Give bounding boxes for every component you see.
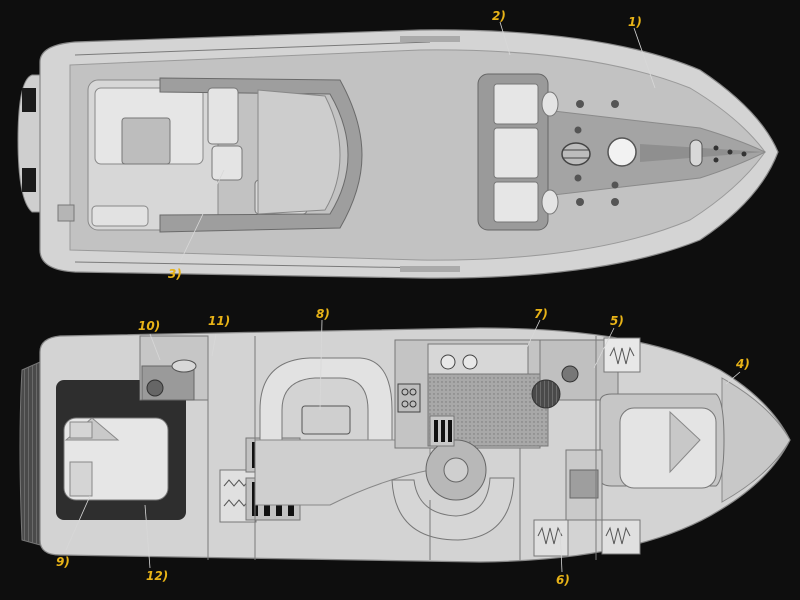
deck-hatch-port — [541, 91, 559, 117]
aft-head-toilet — [146, 379, 164, 397]
callout-8: 8) — [316, 307, 330, 321]
forward-head-feature — [531, 379, 561, 409]
sunpad-cushion-1 — [493, 83, 539, 125]
galley-sink-1 — [440, 354, 456, 370]
vent-1 — [576, 100, 584, 108]
vent-5 — [574, 126, 582, 134]
aft-pillow-1 — [69, 421, 93, 439]
cockpit-bench-lower — [91, 205, 149, 227]
sunpad-cushion-3 — [493, 181, 539, 223]
callout-10: 10) — [138, 319, 160, 333]
stern-bracket-top — [22, 88, 36, 112]
deck-hatch-starboard — [541, 189, 559, 215]
bow-peak — [721, 377, 791, 503]
vent-3 — [576, 198, 584, 206]
galley-sink-2 — [462, 354, 478, 370]
callout-2: 2) — [492, 9, 506, 23]
callout-9: 9) — [56, 555, 70, 569]
forward-head-toilet — [561, 365, 579, 383]
callout-labels: 1) 2) 3) 4) 5) 6) 7) 8) 9) 10) 11) 12) — [56, 9, 750, 587]
interior-plan — [19, 327, 791, 563]
vent-2 — [611, 100, 619, 108]
cockpit-step — [57, 204, 75, 222]
forward-locker-2 — [601, 519, 641, 555]
sunpad-cushion-2 — [493, 127, 539, 179]
callout-11: 11) — [208, 314, 230, 328]
windshield-frame — [159, 77, 363, 233]
aft-head-basin — [171, 359, 197, 373]
vent-4 — [611, 198, 619, 206]
forward-locker-1 — [533, 519, 569, 557]
windshield-glass — [257, 89, 341, 215]
vent-6 — [574, 174, 582, 182]
helm-seat-2 — [211, 145, 243, 181]
bow-windlass — [689, 139, 703, 167]
saloon-curved-sofa — [391, 477, 515, 541]
forward-cabin-berth — [619, 407, 717, 489]
cockpit-table — [121, 117, 171, 165]
callout-7: 7) — [534, 307, 548, 321]
forward-head-shower — [603, 337, 641, 373]
leader-lines — [65, 21, 741, 573]
callout-3: 3) — [168, 267, 182, 281]
bow-cleat-2 — [727, 149, 733, 155]
callout-5: 5) — [610, 314, 624, 328]
callout-12: 12) — [146, 569, 168, 583]
stern-bracket-bottom — [22, 168, 36, 192]
anchor-locker-hatch — [561, 142, 591, 166]
callout-4: 4) — [735, 357, 750, 371]
saloon-table — [301, 405, 351, 435]
bow-cleat-1 — [713, 145, 719, 151]
aft-pillow-2 — [69, 461, 93, 497]
forward-skylight — [607, 137, 637, 167]
vent-7 — [611, 181, 619, 189]
bow-cleat-4 — [713, 157, 719, 163]
callout-1: 1) — [628, 15, 642, 29]
helm-seat-1 — [207, 87, 239, 145]
bow-cleat-3 — [741, 151, 747, 157]
callout-6: 6) — [556, 573, 570, 587]
deck-plan — [17, 29, 779, 279]
galley-stove — [397, 383, 421, 413]
swim-platform — [19, 361, 41, 546]
